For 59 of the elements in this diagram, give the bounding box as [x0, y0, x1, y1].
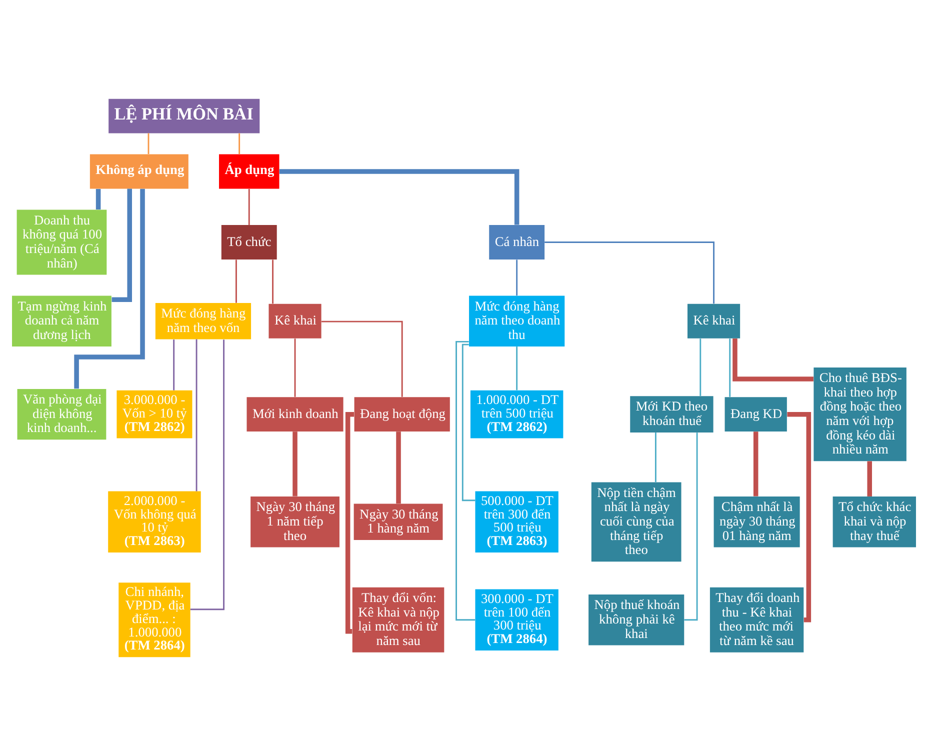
node-box: 300.000 - DT trên 100 đến 300 triệu (TM 2864) [475, 588, 558, 650]
node-box: Mới kinh doanh [246, 396, 344, 432]
node-box: Mới KD theo khoán thuế [630, 396, 714, 432]
connector [654, 432, 656, 482]
node-box: Tạm ngừng kinh doanh cả năm dương lịch [12, 295, 112, 346]
node-box: Mức đóng hàng năm theo vốn [155, 302, 252, 339]
connector [516, 259, 518, 296]
connector [292, 431, 298, 496]
connector [396, 431, 401, 504]
node-box: Doanh thu không quá 100 triệu/năm (Cá nhân) [16, 209, 107, 274]
connector [294, 338, 296, 396]
connector [456, 340, 476, 620]
node-box: Tổ chức khác khai và nộp thay thuế [832, 496, 916, 547]
node-box: Văn phòng đại diện không kinh doanh... [17, 388, 106, 440]
node-box: Cho thuê BĐS-khai theo hợp đồng hoặc theo năm với hợp đồng kéo dài nhiều năm [814, 366, 906, 461]
node-box: LỆ PHÍ MÔN BÀI [108, 98, 260, 133]
node-box: Ngày 30 tháng 1 năm tiếp theo [250, 496, 340, 547]
connector [732, 338, 814, 381]
connector [248, 188, 250, 224]
connector [462, 343, 476, 501]
connector [279, 168, 520, 224]
connector [544, 241, 714, 304]
node-box: Không áp dụng [90, 154, 188, 188]
node-box: Tổ chức [221, 224, 277, 259]
connector [516, 346, 518, 390]
node-box: Thay đổi vốn: Kê khai và nộp lại mức mới từ năm sau [352, 586, 444, 652]
connector [112, 188, 132, 302]
node-box: Mức đóng hàng năm theo doanh thu [469, 295, 565, 346]
node-box: Nộp thuế khoán không phải kê khai [588, 594, 684, 645]
node-box: Thay đổi doanh thu - Kê khai theo mức mới từ năm kề sau [710, 586, 804, 652]
connector [867, 460, 872, 496]
connector [729, 338, 731, 396]
node-box: Đang hoạt động [354, 396, 450, 432]
connector [238, 132, 240, 154]
node-box: Chậm nhất là ngày 30 tháng 01 hàng năm [714, 496, 800, 547]
connector [74, 188, 145, 388]
node-box: Kê khai [268, 303, 322, 338]
connector [190, 339, 224, 610]
node-box: 3.000.000 - Vốn > 10 tỷ (TM 2862) [116, 390, 192, 438]
node-box: Đang KD [724, 396, 787, 432]
node-box: Nộp tiền chậm nhất là ngày cuối cùng của tháng tiếp theo [591, 482, 682, 562]
node-box: Cá nhân [489, 224, 545, 259]
connector [753, 431, 758, 496]
node-box: Kê khai [687, 303, 740, 338]
connector [272, 259, 274, 304]
node-box: 500.000 - DT trên 300 đến 500 triệu (TM 2863) [475, 490, 558, 552]
connector [321, 320, 403, 396]
node-box: Áp dụng [219, 154, 280, 188]
node-box: 1.000.000 - DT trên 500 triệu (TM 2862) [470, 390, 564, 438]
node-box: Chi nhánh, VPDD, địa điểm... : 1.000.000 (TM 2864) [118, 582, 190, 657]
node-box: Ngày 30 tháng 1 hàng năm [354, 503, 443, 540]
connector [96, 188, 101, 209]
connector [173, 339, 175, 390]
connector [345, 411, 354, 634]
connector [236, 259, 237, 302]
node-box: 2.000.000 - Vốn không quá 10 tỷ (TM 2863) [108, 490, 201, 552]
connector [148, 132, 150, 154]
connector [196, 338, 198, 491]
connector [700, 338, 702, 396]
